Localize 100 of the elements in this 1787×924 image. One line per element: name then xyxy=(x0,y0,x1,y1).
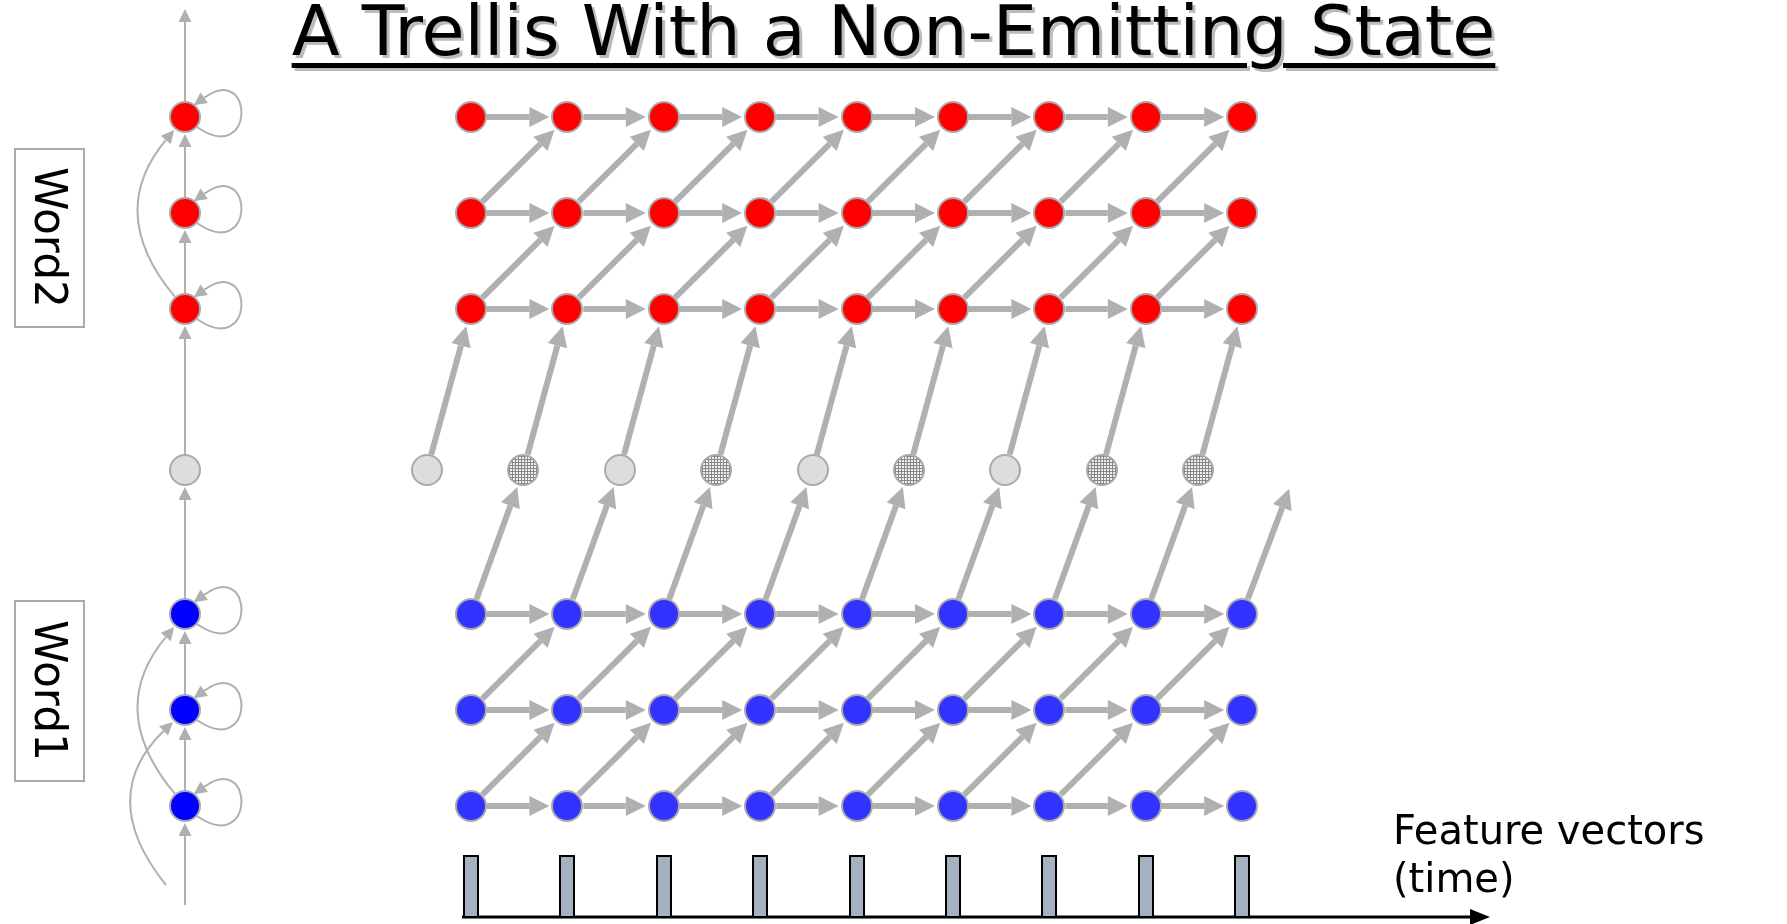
arrow xyxy=(1065,203,1128,223)
state-circle xyxy=(551,197,584,229)
state-circle xyxy=(169,293,201,325)
feature-vector-bar xyxy=(945,855,961,918)
state-circle xyxy=(1182,454,1215,486)
arrow xyxy=(872,796,935,816)
arrow xyxy=(480,626,555,701)
arrow xyxy=(583,107,646,127)
state-circle xyxy=(647,293,680,325)
word-label-box: Word2 xyxy=(14,148,85,328)
arrow xyxy=(1065,700,1128,720)
arrow xyxy=(679,107,743,127)
arrow xyxy=(679,604,743,624)
arrow xyxy=(576,626,652,701)
arrow xyxy=(1103,326,1146,456)
state-circle xyxy=(647,197,680,229)
arrow xyxy=(769,626,844,701)
arrow xyxy=(178,134,192,198)
arrow xyxy=(178,326,192,455)
state-circle xyxy=(1033,197,1066,229)
feature-vector-bar xyxy=(559,855,576,918)
state-circle xyxy=(551,101,584,133)
arrow xyxy=(1161,796,1225,816)
state-circle xyxy=(455,293,487,325)
arrow xyxy=(576,722,652,797)
state-circle xyxy=(169,694,201,726)
arrow xyxy=(178,487,192,599)
state-circle xyxy=(937,790,969,822)
arrow xyxy=(1199,326,1242,456)
state-circle xyxy=(1226,598,1259,630)
state-circle xyxy=(840,197,873,229)
state-circle xyxy=(455,197,487,229)
state-circle xyxy=(507,454,540,486)
state-circle xyxy=(744,293,777,325)
arrow xyxy=(679,700,743,720)
arrow xyxy=(487,299,550,319)
arrow xyxy=(679,299,743,319)
state-circle xyxy=(1129,694,1162,726)
arrow xyxy=(480,225,555,300)
arrow xyxy=(524,326,568,456)
feature-vector-bar xyxy=(752,855,769,918)
feature-vector-bar xyxy=(1041,855,1058,918)
state-circle xyxy=(989,454,1022,486)
state-circle xyxy=(551,790,584,822)
state-circle xyxy=(455,101,487,133)
feature-vector-bar xyxy=(655,855,672,918)
arrow xyxy=(910,326,953,456)
self-loop-arrow xyxy=(192,778,243,827)
arrow xyxy=(666,486,713,600)
state-circle xyxy=(1033,694,1066,726)
skip-arrow xyxy=(136,626,176,795)
arrow xyxy=(1065,299,1128,319)
state-circle xyxy=(1129,293,1162,325)
arrow xyxy=(583,796,646,816)
arrow xyxy=(1155,626,1230,701)
state-circle xyxy=(647,694,680,726)
arrow xyxy=(776,700,839,720)
feature-vector-bar xyxy=(848,855,865,918)
self-loop-arrow xyxy=(192,89,243,138)
arrow xyxy=(962,722,1037,797)
arrow xyxy=(178,727,192,791)
state-circle xyxy=(1033,598,1066,630)
state-circle xyxy=(744,598,777,630)
feature-vector-bar xyxy=(1137,855,1154,918)
arrow xyxy=(872,700,935,720)
arrow xyxy=(679,796,743,816)
state-circle xyxy=(551,293,584,325)
state-circle xyxy=(411,454,443,486)
state-circle xyxy=(1129,197,1162,229)
arrow xyxy=(673,225,748,300)
arrow xyxy=(673,722,748,797)
arrow xyxy=(583,700,646,720)
state-circle xyxy=(840,790,873,822)
arrow xyxy=(1161,700,1225,720)
word-label-box: Word1 xyxy=(14,600,85,782)
skip-arrow xyxy=(136,129,176,298)
arrow xyxy=(1245,488,1292,601)
state-circle xyxy=(603,454,636,486)
state-circle xyxy=(551,694,584,726)
arrow xyxy=(872,299,935,319)
arrow xyxy=(576,225,652,300)
arrow xyxy=(487,796,550,816)
self-loop-arrow xyxy=(192,185,243,234)
arrow xyxy=(1058,225,1134,300)
arrow xyxy=(576,129,652,204)
state-circle xyxy=(937,101,969,133)
state-circle xyxy=(455,694,487,726)
arrow xyxy=(865,722,941,797)
arrow xyxy=(1161,107,1225,127)
state-circle xyxy=(169,598,201,630)
arrow xyxy=(673,626,748,701)
arrow xyxy=(1155,722,1230,797)
arrow xyxy=(1065,107,1128,127)
state-circle xyxy=(1033,293,1066,325)
arrow xyxy=(962,129,1037,204)
arrow xyxy=(1058,722,1134,797)
title: A Trellis With a Non-Emitting State xyxy=(290,0,1497,68)
state-circle xyxy=(1129,598,1162,630)
arrow xyxy=(1161,299,1225,319)
arrow xyxy=(570,486,617,600)
